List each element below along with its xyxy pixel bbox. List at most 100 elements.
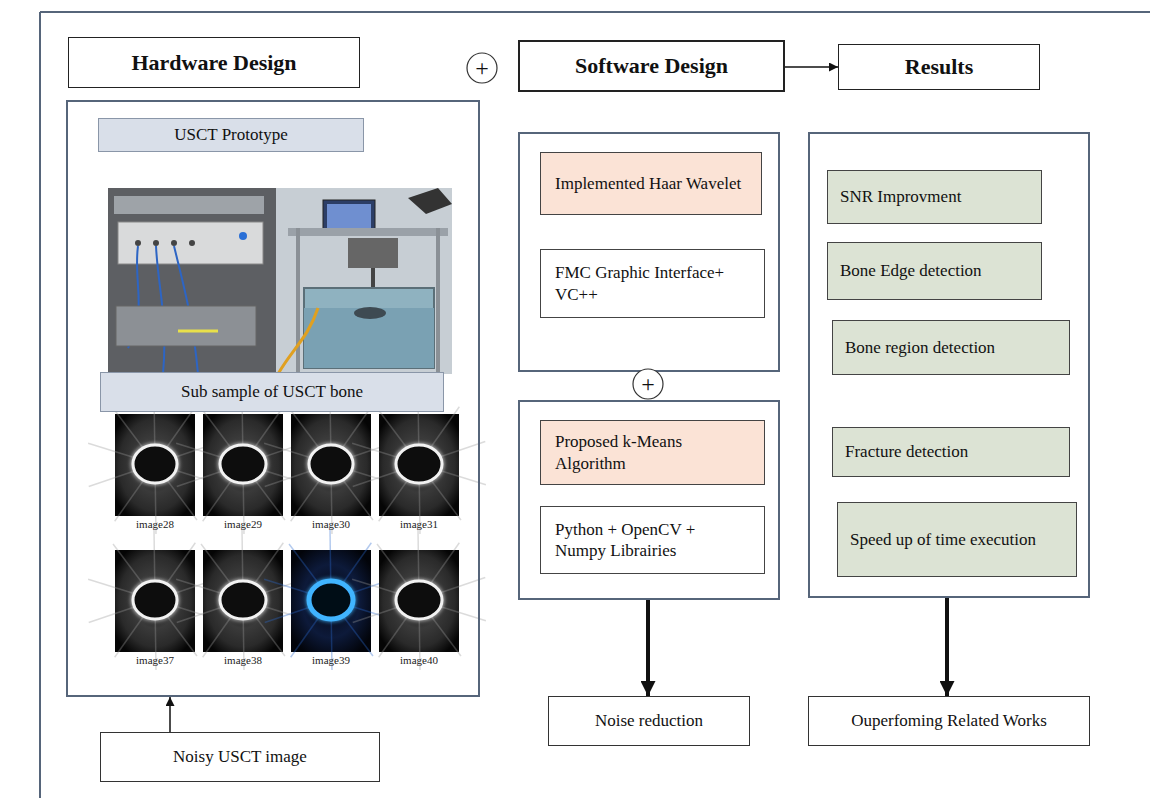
result-box: SNR Improvment <box>827 170 1042 224</box>
lab-photo-part <box>116 306 256 346</box>
node-text: + <box>641 369 655 399</box>
result-box: Bone region detection <box>832 320 1070 375</box>
lab-photo-part <box>108 188 276 374</box>
lab-photo-part <box>304 308 434 368</box>
bone-image-part <box>291 550 371 652</box>
node-text: Speed up of time execution <box>850 529 1064 550</box>
lab-photo-part <box>327 204 371 230</box>
plus-circle: + <box>632 368 664 400</box>
lab-photo <box>108 188 452 374</box>
outer-frame-part <box>39 12 41 798</box>
bone-image-part <box>133 581 177 619</box>
bone-image-part <box>396 445 442 483</box>
bone-image <box>352 530 486 670</box>
arrow-connector <box>785 66 838 68</box>
result-box: Bone Edge detection <box>827 242 1042 300</box>
stage-heading: Results <box>838 44 1040 90</box>
node-text: Bone Edge detection <box>840 260 1029 281</box>
lab-photo-part <box>171 240 177 246</box>
bone-image-part <box>379 414 459 516</box>
bone-image-part <box>88 530 222 670</box>
bone-image-part <box>379 550 459 652</box>
bone-image <box>88 530 222 670</box>
method-box: Proposed k-Means Algorithm <box>540 420 765 485</box>
tool-box: Python + OpenCV + Numpy Librairies <box>540 506 765 574</box>
node-text: Noise reduction <box>595 710 703 731</box>
image-label: image37 <box>136 654 174 666</box>
lab-photo-part <box>304 288 434 368</box>
bone-image-part <box>115 550 195 652</box>
bone-image-part <box>309 581 353 619</box>
lab-photo-part <box>436 228 440 374</box>
software-group: Proposed k-Means AlgorithmPython + OpenC… <box>518 400 780 600</box>
node-text: Hardware Design <box>131 49 296 77</box>
method-box: Implemented Haar Wavelet <box>540 152 762 215</box>
bone-image-part <box>264 530 398 670</box>
lab-photo-part <box>354 307 386 319</box>
node-text: Ouperfoming Related Works <box>851 710 1047 731</box>
stage-heading: Software Design <box>518 40 785 92</box>
node-text: Sub sample of USCT bone <box>181 381 363 402</box>
bone-image-part <box>176 530 310 670</box>
image-label: image40 <box>400 654 438 666</box>
outcome-box: Noise reduction <box>548 696 750 746</box>
bone-image <box>88 394 222 534</box>
bone-image-part <box>352 394 486 534</box>
outcome-box: Ouperfoming Related Works <box>808 696 1090 746</box>
lab-photo-part <box>408 188 452 214</box>
lab-photo-part <box>278 308 318 374</box>
node-text: Software Design <box>575 52 728 80</box>
lab-photo-part <box>135 240 141 246</box>
software-group: Implemented Haar WaveletFMC Graphic Inte… <box>518 132 780 372</box>
bone-image-part <box>396 581 442 619</box>
arrow-connector <box>646 600 650 696</box>
result-box: Fracture detection <box>832 427 1070 477</box>
node-text: Bone region detection <box>845 337 1057 358</box>
lab-photo-part <box>118 222 263 264</box>
node-text: Fracture detection <box>845 441 1057 462</box>
bone-image <box>264 530 398 670</box>
bone-image-grid <box>88 394 486 670</box>
bone-image-part <box>309 445 353 483</box>
lab-photo-part <box>276 188 452 374</box>
image-label: image38 <box>224 654 262 666</box>
node-text: + <box>475 53 489 83</box>
lab-photo-part <box>153 240 159 246</box>
arrow-connector <box>945 598 949 696</box>
outcome-box: Noisy USCT image <box>100 732 380 782</box>
tool-box: FMC Graphic Interface+ VC++ <box>540 249 765 318</box>
circle-outline-part <box>633 369 663 399</box>
node-text: Results <box>905 53 973 81</box>
image-label: image31 <box>400 518 438 530</box>
bone-image-part <box>264 394 398 534</box>
image-label: image30 <box>312 518 350 530</box>
outer-frame <box>40 12 1150 798</box>
node-text: Proposed k-Means Algorithm <box>555 431 750 474</box>
caption-bar: USCT Prototype <box>98 118 364 152</box>
bone-image <box>176 394 310 534</box>
node-text: FMC Graphic Interface+ VC++ <box>555 262 750 305</box>
lab-photo-part <box>348 238 398 268</box>
image-label: image39 <box>312 654 350 666</box>
hardware-panel: USCT PrototypeSub sample of USCT bone <box>66 100 480 697</box>
outer-frame-part <box>40 11 1150 13</box>
lab-photo-part <box>108 188 452 374</box>
plus-circle: + <box>466 52 498 84</box>
lab-photo-part <box>189 240 195 246</box>
lab-photo-part <box>178 330 218 333</box>
results-group: SNR ImprovmentBone Edge detectionBone re… <box>808 132 1090 598</box>
image-label: image29 <box>224 518 262 530</box>
caption-bar: Sub sample of USCT bone <box>100 372 444 412</box>
arrow-connector <box>169 697 171 732</box>
bone-image <box>352 394 486 534</box>
result-box: Speed up of time execution <box>837 502 1077 577</box>
image-label: image28 <box>136 518 174 530</box>
lab-photo-part <box>296 228 300 374</box>
bone-image-part <box>352 530 486 670</box>
bone-image-part <box>291 414 371 516</box>
node-text: SNR Improvment <box>840 186 1029 207</box>
circle-outline-part <box>467 53 497 83</box>
lab-photo-part <box>114 196 264 214</box>
lab-photo-part <box>239 232 247 240</box>
